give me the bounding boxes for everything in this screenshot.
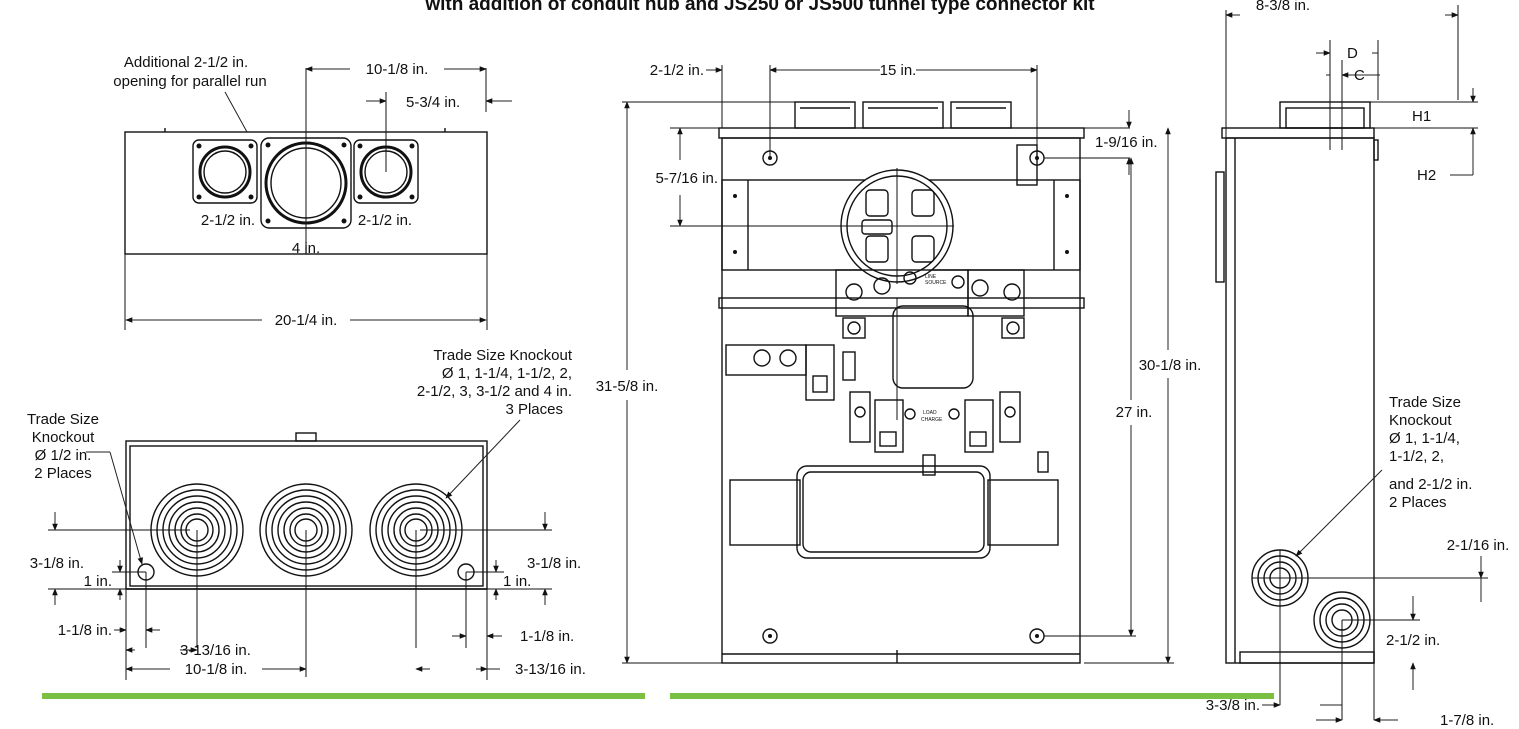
side-dim-d: D: [1347, 45, 1358, 62]
bottom-ko-large-line1: Trade Size Knockout: [433, 347, 573, 364]
side-ko-line2: Knockout: [1389, 412, 1452, 429]
bottom-ko-large-line4: 3 Places: [505, 401, 563, 418]
front-dim-body-height: 30-1/8 in.: [1139, 357, 1202, 374]
front-dim-top-hole: 1-9/16 in.: [1095, 134, 1158, 151]
bottom-view: Trade Size Knockout Ø 1, 1-1/4, 1-1/2, 2…: [27, 347, 586, 680]
accent-bar-left: [42, 693, 645, 699]
top-dim-center-spacing: 10-1/8 in.: [366, 61, 429, 78]
front-hub-center: [862, 101, 944, 129]
bottom-ko-large-line3: 2-1/2, 3, 3-1/2 and 4 in.: [417, 383, 572, 400]
bottom-dim-left-small: 1 in.: [84, 573, 112, 590]
side-dim-lower-ko: 2-1/2 in.: [1386, 632, 1440, 649]
front-enclosure: [721, 137, 1081, 664]
front-mount-hole-br: [1029, 628, 1045, 644]
bottom-dim-right-height: 3-1/8 in.: [527, 555, 581, 572]
top-hole-left-label: 2-1/2 in.: [201, 212, 255, 229]
top-view: Additional 2-1/2 in. opening for paralle…: [113, 54, 512, 330]
front-dim-left-hub: 2-1/2 in.: [650, 62, 704, 79]
side-ko-line5: and 2-1/2 in.: [1389, 476, 1472, 493]
front-mount-hole-bl: [762, 628, 778, 644]
front-load-label: LOAD: [923, 410, 937, 416]
front-hub-right: [950, 101, 1012, 129]
side-dim-c: C: [1354, 67, 1365, 84]
side-dim-ko-left: 3-3/8 in.: [1206, 697, 1260, 714]
bottom-ko-small-line3: Ø 1/2 in.: [35, 447, 92, 464]
bottom-dim-right-offset: 1-1/8 in.: [520, 628, 574, 645]
front-charge-label: CHARGE: [921, 417, 943, 423]
front-dim-total-height: 31-5/8 in.: [596, 378, 659, 395]
front-dim-mount-height: 27 in.: [1116, 404, 1153, 421]
side-ko-line6: 2 Places: [1389, 494, 1447, 511]
side-ko-line4: 1-1/2, 2,: [1389, 448, 1444, 465]
front-dim-meter-center: 5-7/16 in.: [655, 170, 718, 187]
front-hub-left: [794, 101, 856, 129]
front-view: LINE SOURCE LOAD CHARGE: [596, 62, 1202, 664]
top-dim-offset: 5-3/4 in.: [406, 94, 460, 111]
side-dim-ko-bottom: 1-7/8 in.: [1440, 712, 1494, 729]
front-source-label: SOURCE: [925, 280, 947, 286]
bottom-dim-left-offset: 1-1/8 in.: [58, 622, 112, 639]
side-view: 8-3/8 in. D C H1 H2 Trade Size Knockout …: [1206, 0, 1509, 729]
side-dim-upper-ko: 2-1/16 in.: [1447, 537, 1510, 554]
bottom-dim-right-center: 3-13/16 in.: [515, 661, 586, 678]
top-dim-width: 20-1/4 in.: [275, 312, 338, 329]
front-dim-hub-span: 15 in.: [880, 62, 917, 79]
side-dim-h2: H2: [1417, 167, 1436, 184]
side-ko-line3: Ø 1, 1-1/4,: [1389, 430, 1460, 447]
accent-bar-right: [670, 693, 1274, 699]
bottom-ko-small-line1: Trade Size: [27, 411, 99, 428]
bottom-dim-left-height: 3-1/8 in.: [30, 555, 84, 572]
top-callout-line2: opening for parallel run: [113, 73, 266, 90]
top-callout-line1: Additional 2-1/2 in.: [124, 54, 248, 71]
bottom-dim-spacing: 10-1/8 in.: [185, 661, 248, 678]
side-enclosure: [1225, 137, 1375, 664]
top-hole-left: [192, 139, 258, 204]
side-ko-line1: Trade Size: [1389, 394, 1461, 411]
side-dim-h1: H1: [1412, 108, 1431, 125]
bottom-ko-small-line4: 2 Places: [34, 465, 92, 482]
bottom-ko-large-line2: Ø 1, 1-1/4, 1-1/2, 2,: [442, 365, 572, 382]
top-hole-center-label: 4 in.: [292, 240, 320, 257]
bottom-dim-left-center: 3-13/16 in.: [180, 642, 251, 659]
bottom-ko-small-line2: Knockout: [32, 429, 95, 446]
top-hole-right-label: 2-1/2 in.: [358, 212, 412, 229]
side-dim-depth: 8-3/8 in.: [1256, 0, 1310, 14]
bottom-dim-right-small: 1 in.: [503, 573, 531, 590]
front-line-label: LINE: [925, 274, 937, 280]
page-title: with addition of conduit hub and JS250 o…: [424, 0, 1095, 15]
